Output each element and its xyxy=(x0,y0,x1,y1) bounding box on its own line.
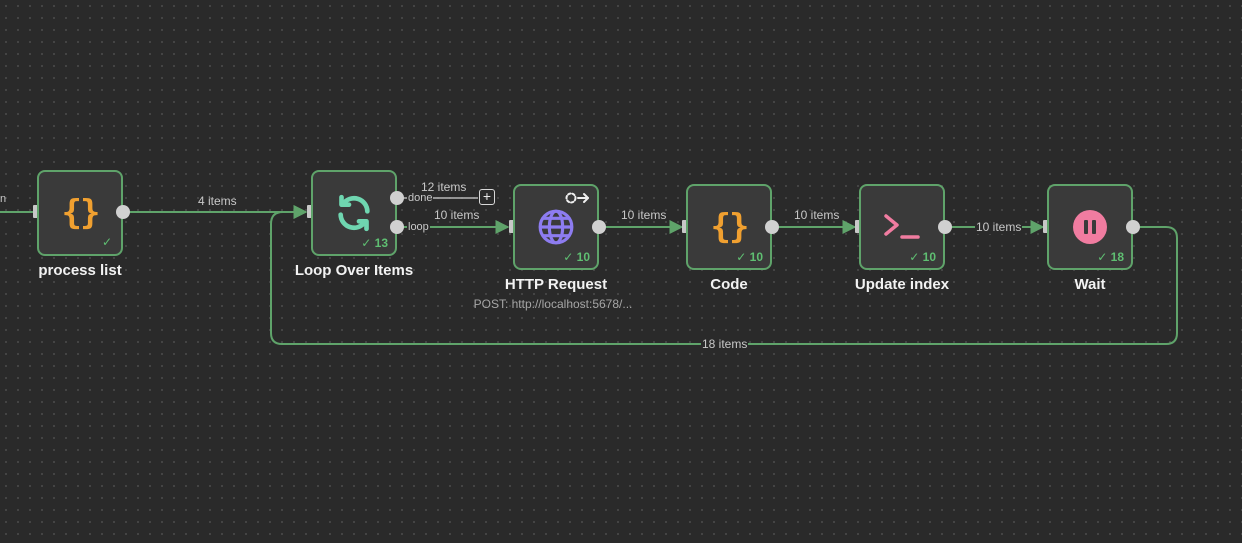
trigger-arrow-icon xyxy=(565,191,591,210)
node-loop-over-items[interactable]: ✓ 13 xyxy=(311,170,397,256)
edge-label-loop-done: 12 items xyxy=(421,180,467,194)
edge-label-code-to-update: 10 items xyxy=(794,208,840,222)
loop-done-port[interactable] xyxy=(390,191,404,205)
node-label: Wait xyxy=(1074,276,1106,293)
edge-label-update-to-wait: 10 items xyxy=(975,220,1023,234)
node-process-list[interactable]: {} ✓ xyxy=(37,170,123,256)
run-count: ✓ 13 xyxy=(361,236,388,250)
wait-input-port[interactable] xyxy=(1043,220,1050,233)
process-list-input-port[interactable] xyxy=(33,205,40,218)
check-icon: ✓ xyxy=(1097,250,1108,264)
process-list-output-port[interactable] xyxy=(116,205,130,219)
code-output-port[interactable] xyxy=(765,220,779,234)
node-update-index[interactable]: ✓ 10 xyxy=(859,184,945,270)
loop-input-port[interactable] xyxy=(307,205,314,218)
http-input-port[interactable] xyxy=(509,220,516,233)
add-node-button[interactable]: + xyxy=(479,189,495,205)
http-output-port[interactable] xyxy=(592,220,606,234)
success-check-icon: ✓ xyxy=(101,235,112,249)
node-label: process list xyxy=(38,262,122,279)
update-input-port[interactable] xyxy=(855,220,862,233)
node-wait[interactable]: ✓ 18 xyxy=(1047,184,1133,270)
check-icon: ✓ xyxy=(563,250,574,264)
incoming-edge-label: n xyxy=(0,193,7,205)
terminal-icon xyxy=(882,211,922,243)
run-count: ✓ 18 xyxy=(1097,250,1124,264)
port-label-done: done xyxy=(407,191,434,205)
edge-label-process-to-loop: 4 items xyxy=(198,194,237,208)
loop-loop-port[interactable] xyxy=(390,220,404,234)
node-sublabel: POST: http://localhost:5678/... xyxy=(473,297,633,311)
edge-label-wait-back-to-loop: 18 items xyxy=(701,337,749,351)
braces-icon: {} xyxy=(61,193,101,233)
node-label: Code xyxy=(710,276,748,293)
node-label: Update index xyxy=(854,276,950,293)
pause-icon xyxy=(1072,209,1108,245)
check-icon: ✓ xyxy=(736,250,747,264)
run-count: ✓ 10 xyxy=(563,250,590,264)
braces-icon: {} xyxy=(710,207,750,247)
edge-label-loop-loop: 10 items xyxy=(434,208,480,222)
run-count: ✓ 10 xyxy=(736,250,763,264)
check-icon: ✓ xyxy=(909,250,920,264)
port-label-loop: loop xyxy=(407,220,430,234)
code-input-port[interactable] xyxy=(682,220,689,233)
node-label: Loop Over Items xyxy=(294,262,414,279)
globe-icon xyxy=(537,208,575,246)
node-label: HTTP Request xyxy=(504,276,608,293)
run-count: ✓ 10 xyxy=(909,250,936,264)
edge-label-http-to-code: 10 items xyxy=(621,208,667,222)
check-icon: ✓ xyxy=(361,236,372,250)
refresh-icon xyxy=(334,193,374,233)
wait-output-port[interactable] xyxy=(1126,220,1140,234)
update-output-port[interactable] xyxy=(938,220,952,234)
node-http-request[interactable]: ✓ 10 xyxy=(513,184,599,270)
node-code[interactable]: {} ✓ 10 xyxy=(686,184,772,270)
